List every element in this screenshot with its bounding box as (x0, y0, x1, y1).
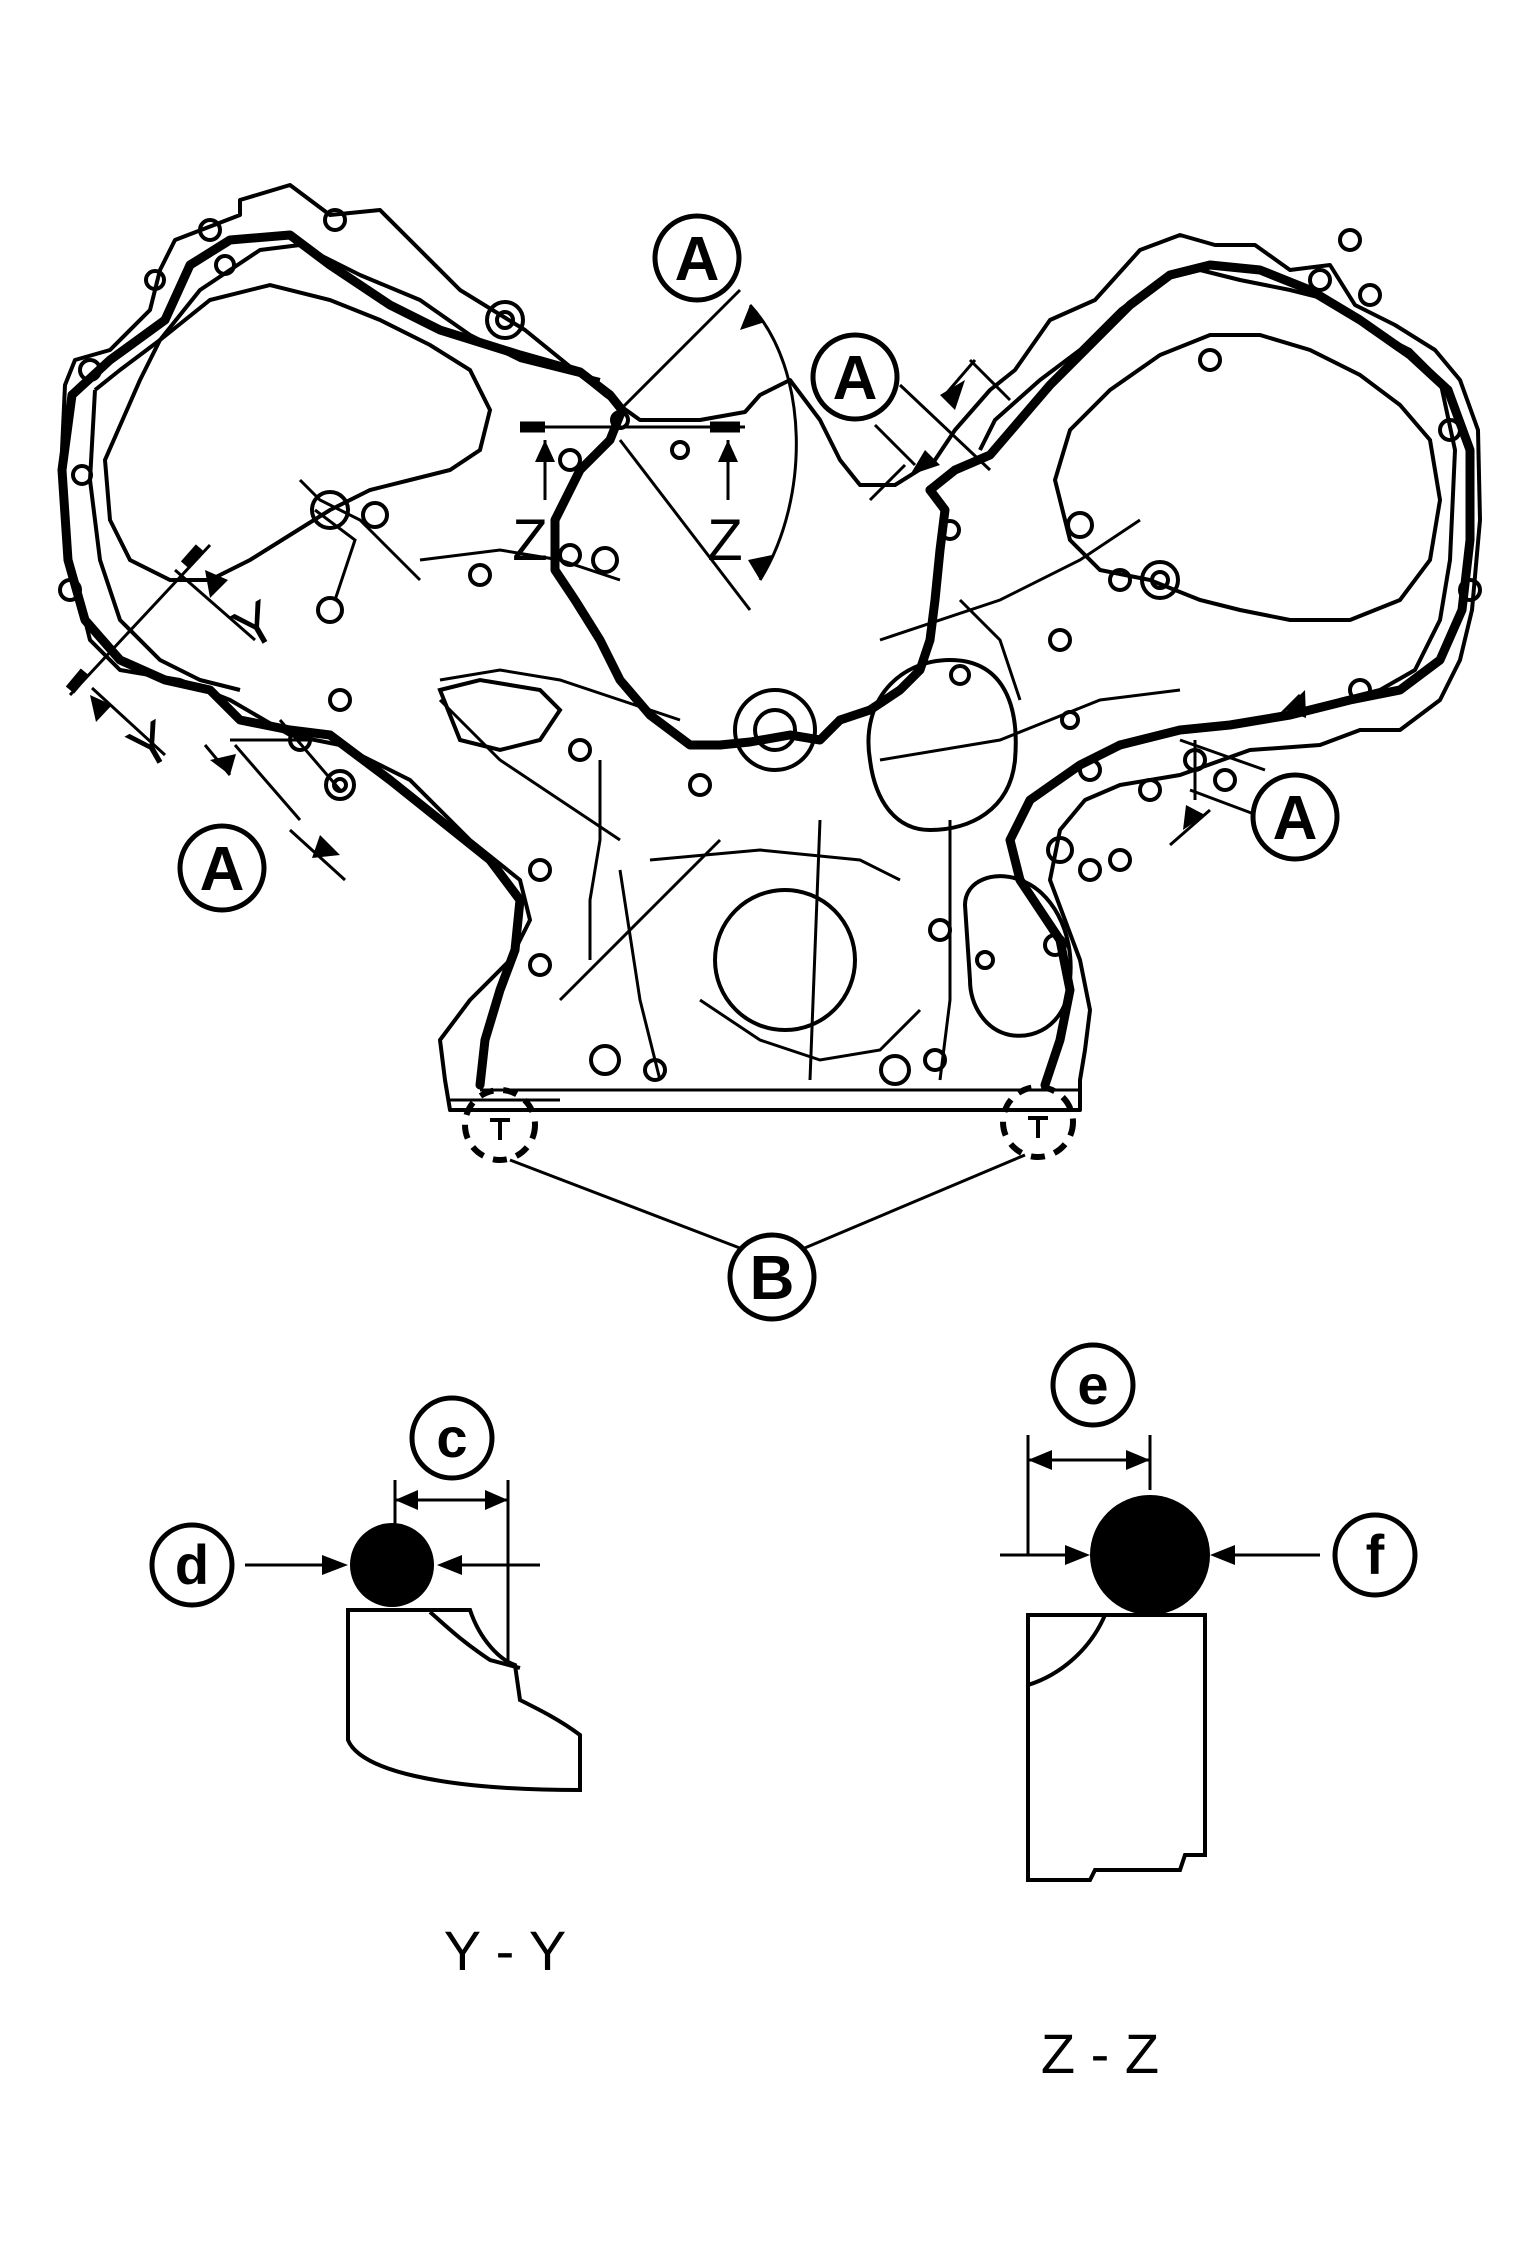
sealant-bead-zz (1090, 1495, 1210, 1615)
section-mark-y-upper: Y (222, 588, 288, 664)
cover-flange-zz (1026, 1613, 1207, 1882)
locating-pin-right (1000, 1084, 1076, 1160)
section-title-zz: Z - Z (1041, 2022, 1159, 2085)
callout-a-upper-right: A (810, 332, 900, 422)
svg-text:d: d (175, 1533, 209, 1596)
arrow-heads-top-right (868, 359, 977, 502)
section-view-zz (1000, 1435, 1320, 1882)
svg-text:B: B (750, 1244, 795, 1313)
bolt-holes (58, 208, 1482, 1086)
callout-d: d (149, 1522, 235, 1608)
section-cut-yy (65, 543, 256, 757)
locating-pin-left (462, 1087, 538, 1163)
arrow-heads-right (1183, 690, 1306, 830)
svg-text:A: A (200, 835, 245, 904)
sealant-bead-yy (350, 1523, 434, 1607)
callout-a-top: A (652, 213, 742, 303)
section-view-yy (245, 1480, 582, 1793)
callout-b-leaders (509, 1153, 1026, 1252)
callout-e: e (1050, 1342, 1136, 1428)
callout-a-left: A (177, 823, 267, 913)
section-title-yy: Y - Y (444, 1919, 566, 1982)
callout-a-right: A (1250, 772, 1340, 862)
cover-openings (102, 282, 1443, 1038)
svg-text:A: A (1273, 784, 1318, 853)
locating-pin-marks (490, 1116, 1048, 1140)
section-mark-z-right: Z (707, 508, 742, 573)
cover-flange-yy (346, 1608, 582, 1793)
callout-f: f (1332, 1512, 1418, 1598)
arrow-heads (740, 305, 772, 580)
section-arrow-heads-zz (535, 440, 738, 462)
svg-text:A: A (833, 344, 878, 413)
callout-a-top-right-dimension (873, 358, 1012, 472)
arrow-heads-left (210, 754, 340, 858)
section-cut-zz (520, 421, 745, 500)
section-mark-z-left: Z (512, 508, 547, 573)
svg-text:e: e (1077, 1353, 1108, 1416)
svg-text:A: A (675, 225, 720, 294)
callout-a-top-center-dimension (618, 288, 798, 611)
svg-text:c: c (436, 1406, 467, 1469)
section-arrow-heads-yy (90, 570, 228, 722)
callout-b: B (727, 1232, 817, 1322)
callout-c: c (409, 1395, 495, 1481)
sealant-bead-path (57, 230, 1475, 1090)
svg-text:f: f (1366, 1523, 1385, 1586)
